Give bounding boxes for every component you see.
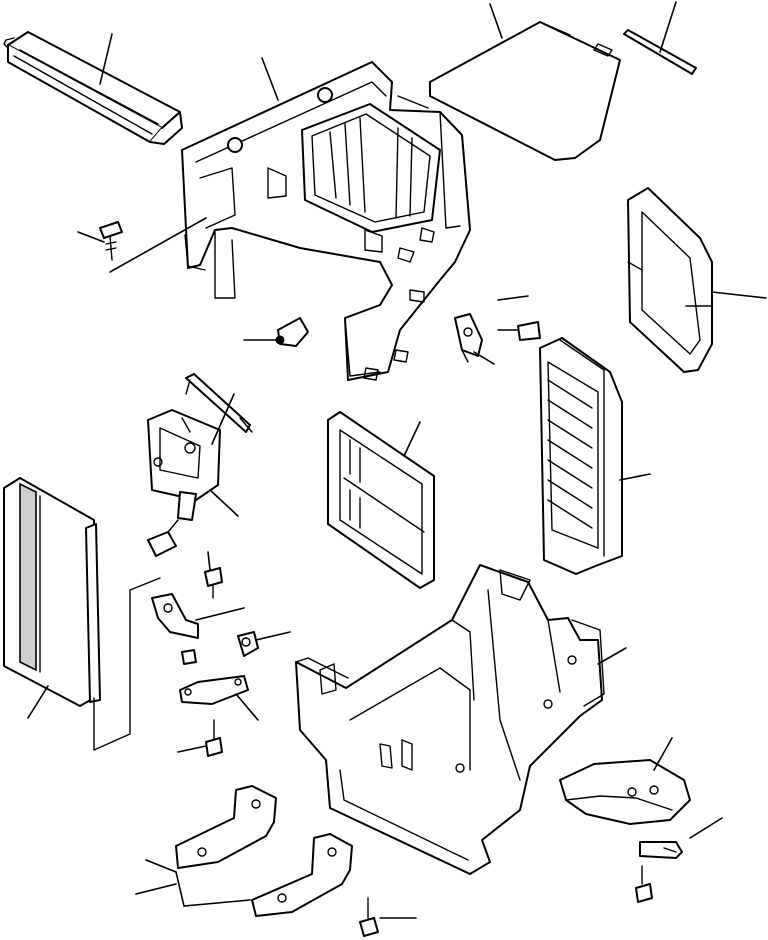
l-bracket-part: [151, 593, 199, 639]
leader-line: [235, 693, 259, 721]
mounting-bracket-part: [175, 785, 353, 917]
leader-line: [473, 351, 495, 365]
small-screw-part: [204, 567, 223, 599]
seal-frame-part: [627, 187, 713, 373]
filter-part: [327, 411, 435, 589]
leader-line: [195, 607, 245, 621]
leader-line: [659, 1, 677, 53]
leader-line: [77, 231, 105, 243]
callout-leaders: [27, 1, 767, 919]
screw-part: [99, 221, 123, 261]
clip-part: [275, 317, 309, 347]
leader-line: [403, 421, 421, 457]
leader-line: [99, 33, 113, 85]
leader-line: [207, 551, 211, 571]
bolt-part: [497, 321, 541, 341]
leader-line: [135, 883, 177, 895]
bottom-screw-part: [205, 719, 223, 757]
servo-motor-part: [147, 409, 221, 521]
leader-line: [689, 817, 723, 839]
blower-case-part: [559, 759, 691, 825]
leader-line: [597, 647, 627, 665]
leader-line: [255, 631, 291, 641]
plate-part: [179, 675, 249, 705]
leader-line: [145, 859, 251, 907]
leader-line: [177, 745, 207, 753]
connector-part: [147, 519, 179, 557]
leader-line: [497, 295, 529, 301]
cover-plate-part: [429, 21, 621, 161]
leader-line: [489, 3, 503, 39]
leader-line: [27, 685, 49, 719]
leader-line: [109, 217, 207, 273]
lower-case-housing-part: [295, 564, 605, 875]
thermostat-bracket-part: [454, 313, 483, 363]
nut-part: [181, 649, 197, 665]
heater-core-part: [539, 337, 623, 575]
fitting-part: [237, 631, 259, 657]
leader-line: [711, 291, 767, 299]
leader-line: [261, 57, 279, 101]
leader-line: [211, 393, 235, 445]
leader-line: [653, 737, 673, 771]
hose-fitting-part: [639, 841, 683, 859]
leader-line: [209, 489, 239, 517]
evaporator-part: [3, 477, 161, 751]
leader-line: [619, 473, 651, 481]
bolt-bottom-part: [359, 865, 653, 937]
upper-case-housing-part: [181, 61, 471, 381]
channel-cover-part: [3, 31, 183, 145]
